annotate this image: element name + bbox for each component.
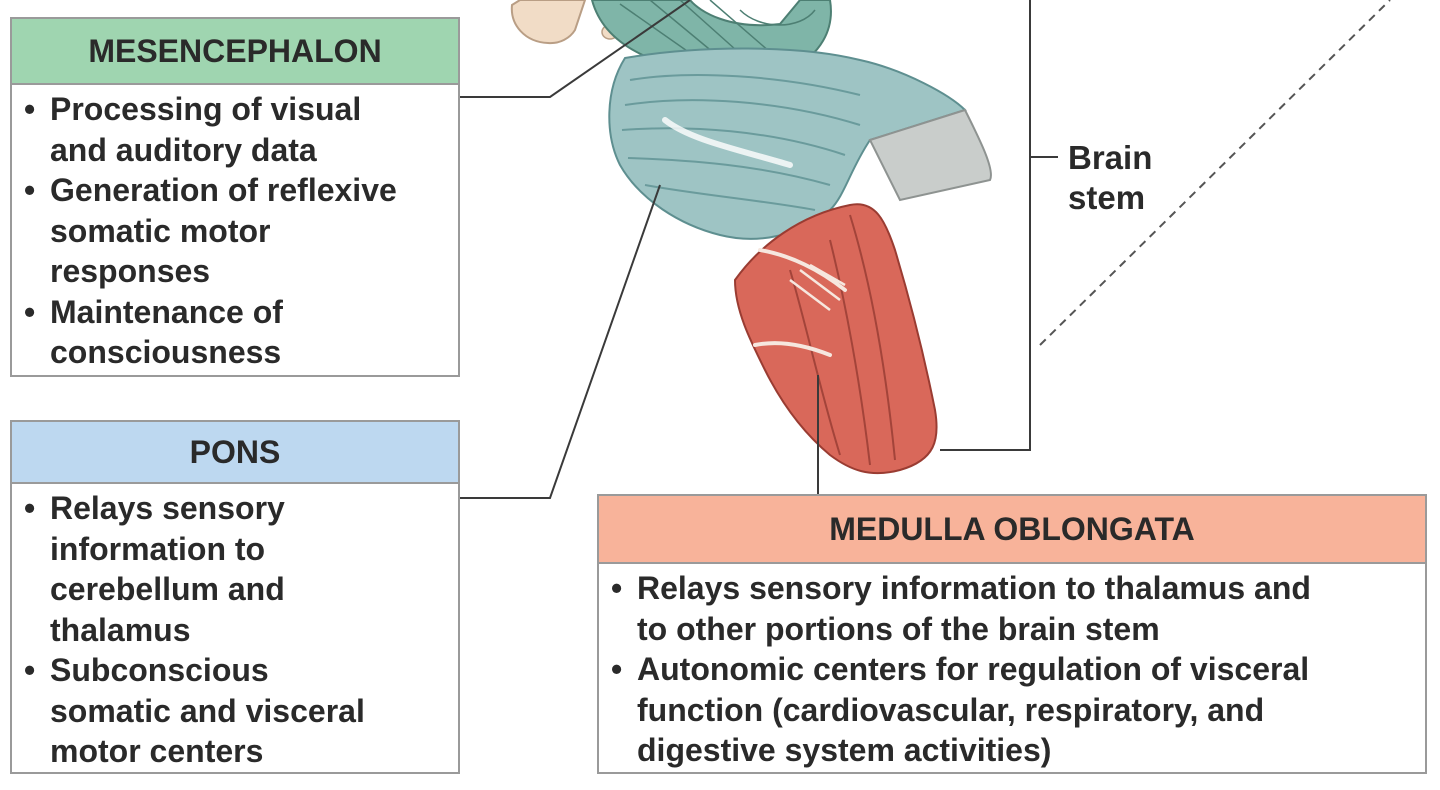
bullet-icon: •: [24, 490, 36, 526]
brainstem-bracket: [940, 0, 1031, 451]
bullet-icon: •: [611, 570, 623, 606]
brain-stem-label: Brain stem: [1068, 138, 1152, 218]
item-line: Relays sensory information to thalamus a…: [637, 570, 1311, 606]
item-line: somatic motor: [50, 212, 271, 249]
mesencephalon-list: • Processing of visual and auditory data…: [12, 85, 458, 373]
pons-box: PONS • Relays sensory information to cer…: [10, 420, 460, 774]
item-line: thalamus: [50, 611, 191, 648]
list-item: • Processing of visual and auditory data: [20, 89, 450, 170]
item-line: Processing of visual: [50, 91, 362, 127]
bullet-icon: •: [24, 293, 36, 330]
item-line: responses: [50, 253, 211, 289]
list-item: • Relays sensory information to thalamus…: [607, 568, 1417, 649]
item-line: information to: [50, 530, 266, 567]
bullet-icon: •: [24, 652, 36, 688]
item-line: Subconscious: [50, 652, 269, 688]
item-line: consciousness: [50, 334, 282, 370]
brain-stem-label-line-1: Brain: [1068, 139, 1153, 176]
pons-list: • Relays sensory information to cerebell…: [12, 484, 458, 772]
item-line: somatic and visceral: [50, 692, 365, 729]
item-line: Generation of reflexive: [50, 172, 397, 208]
medulla-list: • Relays sensory information to thalamus…: [599, 564, 1425, 771]
item-line: Maintenance of: [50, 293, 283, 330]
bullet-icon: •: [24, 172, 36, 208]
bullet-icon: •: [611, 651, 623, 687]
item-line: cerebellum and: [50, 571, 285, 607]
item-line: motor centers: [50, 733, 264, 769]
item-line: Autonomic centers for regulation of visc…: [637, 651, 1310, 687]
mesencephalon-leader: [460, 0, 691, 98]
pons-leader: [460, 184, 661, 499]
bone-fragment: [510, 0, 587, 45]
list-item: • Autonomic centers for regulation of vi…: [607, 649, 1417, 771]
brain-stem-label-line-2: stem: [1068, 179, 1146, 216]
medulla-oblongata-box: MEDULLA OBLONGATA • Relays sensory infor…: [597, 494, 1427, 774]
item-line: Relays sensory: [50, 490, 285, 526]
item-line: digestive system activities): [637, 732, 1052, 768]
list-item: • Maintenance of consciousness: [20, 292, 450, 373]
list-item: • Generation of reflexive somatic motor …: [20, 170, 450, 292]
mesencephalon-title: MESENCEPHALON: [12, 19, 458, 85]
medulla-tissue: [733, 203, 938, 475]
cut-surface: [868, 108, 992, 202]
list-item: • Subconscious somatic and visceral moto…: [20, 650, 450, 772]
mesencephalon-box: MESENCEPHALON • Processing of visual and…: [10, 17, 460, 377]
medulla-oblongata-title: MEDULLA OBLONGATA: [599, 496, 1425, 564]
item-line: to other portions of the brain stem: [637, 610, 1160, 647]
item-line: and auditory data: [50, 131, 317, 168]
pons-tissue: [608, 47, 967, 240]
pons-title: PONS: [12, 422, 458, 484]
bullet-icon: •: [24, 91, 36, 127]
dashed-guide-line: [1039, 0, 1391, 346]
list-item: • Relays sensory information to cerebell…: [20, 488, 450, 650]
item-line: function (cardiovascular, respiratory, a…: [637, 691, 1265, 728]
